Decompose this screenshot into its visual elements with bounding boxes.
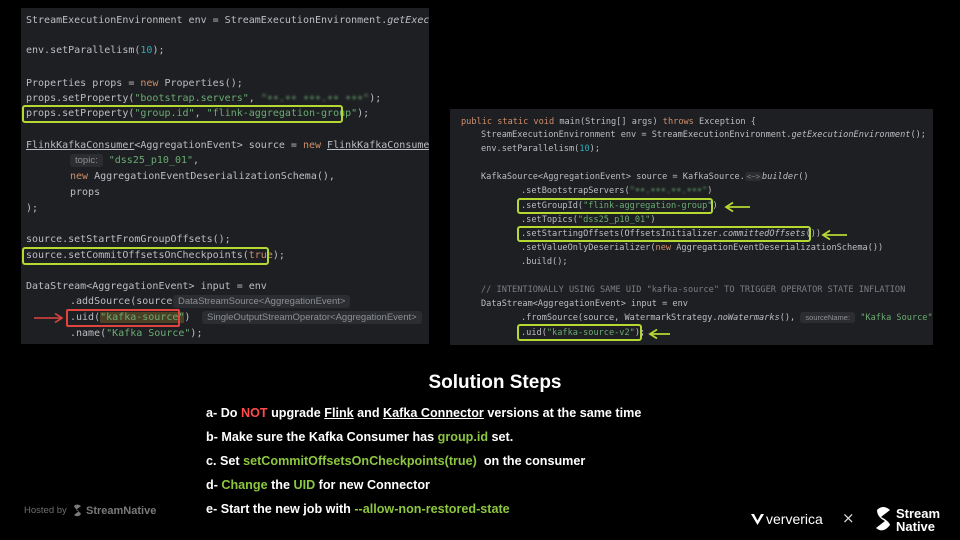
- parameter-hint: topic:: [70, 154, 103, 167]
- code-line: Properties props = new Properties();: [26, 78, 243, 89]
- code-comment: // INTENTIONALLY USING SAME UID "kafka-s…: [481, 285, 906, 295]
- code-line: .name("Kafka Source");: [70, 328, 203, 339]
- right-code-screenshot: public static void main(String[] args) t…: [450, 109, 933, 345]
- code-line: StreamExecutionEnvironment env = StreamE…: [26, 15, 429, 26]
- step-e: e- Start the new job with --allow-non-re…: [206, 502, 510, 516]
- hosted-by-label: Hosted by: [24, 505, 67, 516]
- code-line: .setTopics("dss25_p10_01"): [521, 215, 656, 225]
- step-b: b- Make sure the Kafka Consumer has grou…: [206, 430, 514, 444]
- code-line: env.setParallelism(10);: [26, 45, 165, 56]
- green-arrow-icon: [724, 201, 750, 213]
- code-line: public static void main(String[] args) t…: [461, 117, 756, 127]
- code-line: StreamExecutionEnvironment env = StreamE…: [481, 130, 926, 140]
- code-line: FlinkKafkaConsumer<AggregationEvent> sou…: [26, 140, 429, 151]
- highlight-box-new-uid: [517, 324, 642, 341]
- code-line: props.setProperty("bootstrap.servers", "…: [26, 93, 382, 104]
- code-line: KafkaSource<AggregationEvent> source = K…: [481, 172, 809, 182]
- solution-title: Solution Steps: [428, 372, 562, 393]
- green-arrow-icon: [648, 328, 670, 340]
- code-line: .setBootstrapServers("••.•••.••.•••"): [521, 186, 713, 196]
- highlight-box-old-uid: [66, 309, 180, 327]
- code-line: .setValueOnlyDeserializer(new Aggregatio…: [521, 243, 884, 253]
- streamnative-logo-icon: [876, 507, 890, 531]
- streamnative-logo-icon: [74, 504, 81, 517]
- type-hint: DataStreamSource<AggregationEvent>: [173, 295, 351, 308]
- type-hint: SingleOutputStreamOperator<AggregationEv…: [202, 311, 422, 324]
- code-line: source.setCommitOffsetsOnCheckpoints(tru…: [26, 250, 285, 261]
- code-line: topic: "dss25_p10_01",: [70, 154, 199, 167]
- code-line: .uid("kafka-source"): [70, 312, 191, 323]
- red-arrow-icon: [34, 312, 64, 324]
- highlight-box-group-id: [22, 105, 343, 123]
- code-line: .addSource(source): [70, 296, 179, 307]
- code-line: .setStartingOffsets(OffsetsInitializer.c…: [521, 229, 822, 239]
- ververica-logo-text: ververica: [766, 511, 823, 527]
- code-line: new AggregationEventDeserializationSchem…: [70, 171, 335, 182]
- highlight-box-commit-offsets: [22, 247, 269, 265]
- streamnative-logo-text: Native: [896, 519, 936, 534]
- step-d: d- Change the UID for new Connector: [206, 478, 430, 492]
- times-symbol: ×: [842, 509, 855, 527]
- code-line: env.setParallelism(10);: [481, 144, 601, 154]
- streamnative-logo-text: Stream: [896, 506, 941, 521]
- ververica-logo-icon: [751, 514, 764, 525]
- hosted-brand: StreamNative: [86, 505, 157, 517]
- highlight-box-starting-offsets: [517, 226, 811, 242]
- code-line: );: [26, 203, 39, 214]
- code-line: .fromSource(source, WatermarkStrategy.no…: [521, 312, 933, 323]
- highlight-box-set-group-id: [517, 198, 713, 214]
- left-code-screenshot: StreamExecutionEnvironment env = StreamE…: [21, 8, 429, 344]
- code-line: DataStream<AggregationEvent> input = env: [481, 299, 688, 309]
- code-line: .build();: [521, 257, 568, 267]
- green-arrow-icon: [821, 229, 847, 241]
- code-line: .setGroupId("flink-aggregation-group"): [521, 201, 718, 211]
- step-c: c. Set setCommitOffsetsOnCheckpoints(tru…: [206, 454, 586, 468]
- parameter-hint: sourceName:: [800, 312, 856, 323]
- code-line: DataStream<AggregationEvent> input = env: [26, 281, 267, 292]
- step-a: a- Do NOT upgrade Flink and Kafka Connec…: [206, 406, 642, 420]
- code-line: source.setStartFromGroupOffsets();: [26, 234, 231, 245]
- code-line: props: [70, 187, 101, 198]
- generic-hint: <~>: [744, 172, 763, 181]
- code-line: props.setProperty("group.id", "flink-agg…: [26, 108, 370, 119]
